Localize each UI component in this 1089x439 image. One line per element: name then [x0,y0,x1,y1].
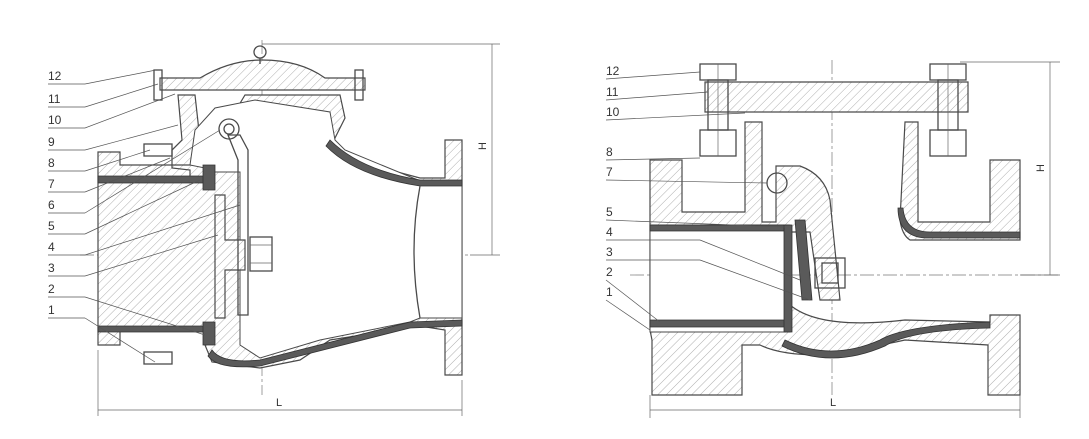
right-dim-l-label: L [830,397,836,409]
left-label-9: 9 [48,135,55,149]
left-leader-10b [84,93,176,129]
right-valve-view: H L 12 11 10 8 7 5 4 3 2 1 [605,60,1060,418]
right-outlet-upper [899,121,1021,241]
left-lining-body-upper [325,139,463,187]
left-label-3: 3 [48,261,55,275]
right-leader-12 [605,71,701,80]
right-part-labels: 12 11 10 8 7 5 4 3 2 1 [605,64,811,331]
left-part-labels: 12 11 10 9 8 7 6 5 4 3 2 1 [48,69,241,363]
left-outlet-curve [413,185,421,319]
right-label-1: 1 [606,285,613,299]
left-leader-6b [84,129,221,214]
left-label-4: 4 [48,240,55,254]
right-seat-lining [783,224,793,333]
left-leader-8b [84,149,151,172]
right-leader-2 [605,279,661,323]
left-label-6: 6 [48,198,55,212]
right-lining-outlet-top [897,207,1021,239]
left-leader-12b [84,69,157,85]
left-bolt-right [354,69,364,101]
left-leader-3b [84,234,219,277]
left-hinge-pin-inner [223,123,235,135]
left-flange-bolt-top [143,143,173,157]
left-bonnet-cover [159,59,366,91]
right-lining-top [649,224,789,232]
left-leader-1b [84,317,156,363]
right-disc-face [794,219,813,301]
right-bonnet [704,81,969,113]
left-lining-top [97,175,206,184]
right-label-8: 8 [606,145,613,159]
left-disc-nut [249,236,273,272]
right-leader-8 [605,157,701,161]
right-disc-nut-inner [821,262,839,284]
right-body-bore [649,224,791,333]
left-label-11: 11 [48,92,61,106]
left-leader-2b [84,296,206,336]
left-dim-l-label: L [276,397,282,409]
right-leader-10 [605,112,746,121]
right-leader-5 [605,219,786,228]
right-label-5: 5 [606,205,613,219]
right-label-12: 12 [606,64,620,78]
left-leader-9b [84,124,179,151]
right-bolt-right [929,63,967,157]
right-disc-nut [814,257,846,289]
right-label-11: 11 [606,85,619,99]
left-label-1: 1 [48,303,55,317]
left-label-12: 12 [48,69,62,83]
left-dim-h-label: H [477,142,489,150]
left-label-7: 7 [48,177,55,191]
right-lining-body-bottom [781,321,991,359]
right-label-3: 3 [606,245,613,259]
right-bolt-left [699,63,737,157]
right-label-10: 10 [606,105,620,119]
right-label-7: 7 [606,165,613,179]
left-valve-view: H L 12 11 10 9 8 7 6 5 4 3 2 [48,40,500,416]
left-label-5: 5 [48,219,55,233]
left-leader-4b [84,204,241,256]
right-leader-7 [605,179,768,184]
right-label-2: 2 [606,265,613,279]
left-label-8: 8 [48,156,55,170]
left-lifting-eye [253,45,267,59]
left-flange-bolt-bottom [143,351,173,365]
left-label-2: 2 [48,282,55,296]
right-label-4: 4 [606,225,613,239]
right-dim-h-label: H [1035,164,1047,172]
right-leader-3b [699,259,811,301]
left-lining-body-lower [207,319,463,368]
left-hinge-pin-outer [218,118,240,140]
right-leader-4b [699,239,801,281]
right-leader-1 [605,299,651,331]
left-leader-7b [84,157,171,193]
left-hinge-arm [227,134,249,316]
left-label-10: 10 [48,113,62,127]
left-lining-bottom [97,325,206,333]
right-lining-bottom [649,319,789,328]
left-leader-5b [84,179,201,235]
left-leader-11b [84,83,159,108]
right-leader-11 [605,91,709,101]
left-seat-ring [202,164,216,346]
